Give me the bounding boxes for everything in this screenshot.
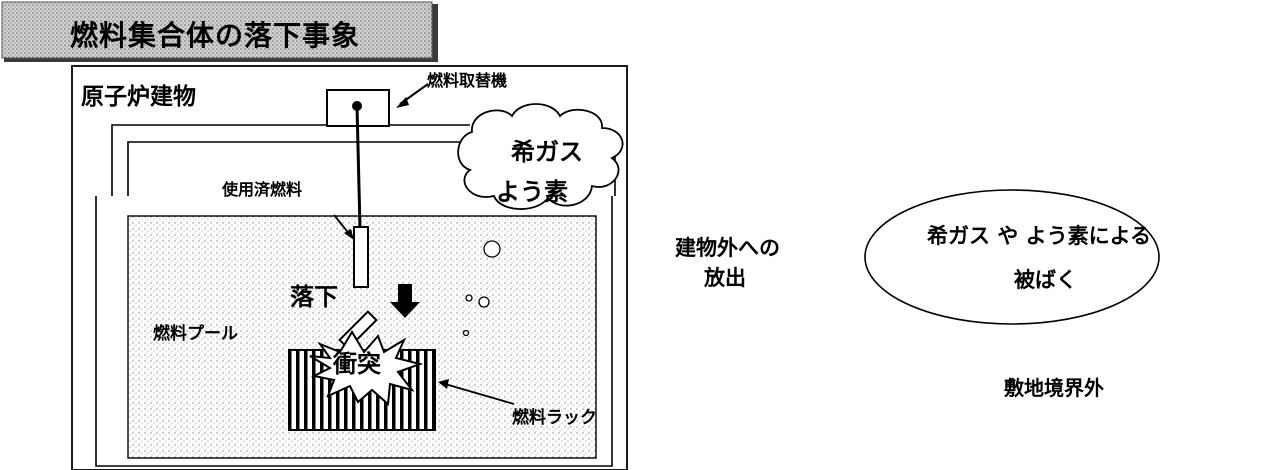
- reactor-building-label: 原子炉建物: [81, 84, 196, 110]
- drop-label: 落下: [290, 283, 338, 311]
- bubbles: [462, 240, 501, 337]
- fuel-rack-pointer: [444, 383, 515, 405]
- impact-burst: [309, 330, 424, 407]
- fuel-pool-label: 燃料プール: [153, 324, 238, 344]
- fuel-handling-machine: [326, 89, 390, 229]
- spent-fuel-pointer-head: [344, 229, 354, 240]
- fuel-handling-machine-label: 燃料取替機: [427, 71, 508, 90]
- fuel-rack-label: 燃料ラック: [512, 408, 597, 428]
- drop-arrow: [390, 284, 420, 318]
- diagram-title: 燃料集合体の落下事象: [70, 19, 361, 52]
- fuel-handling-machine-pointer-head: [396, 97, 409, 108]
- site-boundary-label: 敷地境界外: [1004, 376, 1104, 400]
- exposure-label-line2: 被ばく: [1014, 268, 1077, 292]
- gas-cloud: [457, 103, 624, 210]
- title-box: [1, 1, 438, 62]
- release-label-line2: 放出: [704, 266, 746, 290]
- cloud-label-noble-gas: 希ガス: [511, 138, 583, 166]
- spent-fuel-label: 使用済燃料: [222, 180, 303, 199]
- exposure-label-line1: 希ガス や よう素による: [927, 224, 1151, 248]
- fuel-rack-pointer-head: [438, 379, 449, 389]
- cloud-label-iodine: よう素: [496, 178, 568, 206]
- spent-fuel-assembly: [353, 226, 369, 288]
- exposure-ellipse: [864, 189, 1160, 325]
- reactor-building-outline: [71, 65, 628, 470]
- release-label-line1: 建物外への: [675, 236, 780, 260]
- impact-label: 衝突: [333, 350, 381, 378]
